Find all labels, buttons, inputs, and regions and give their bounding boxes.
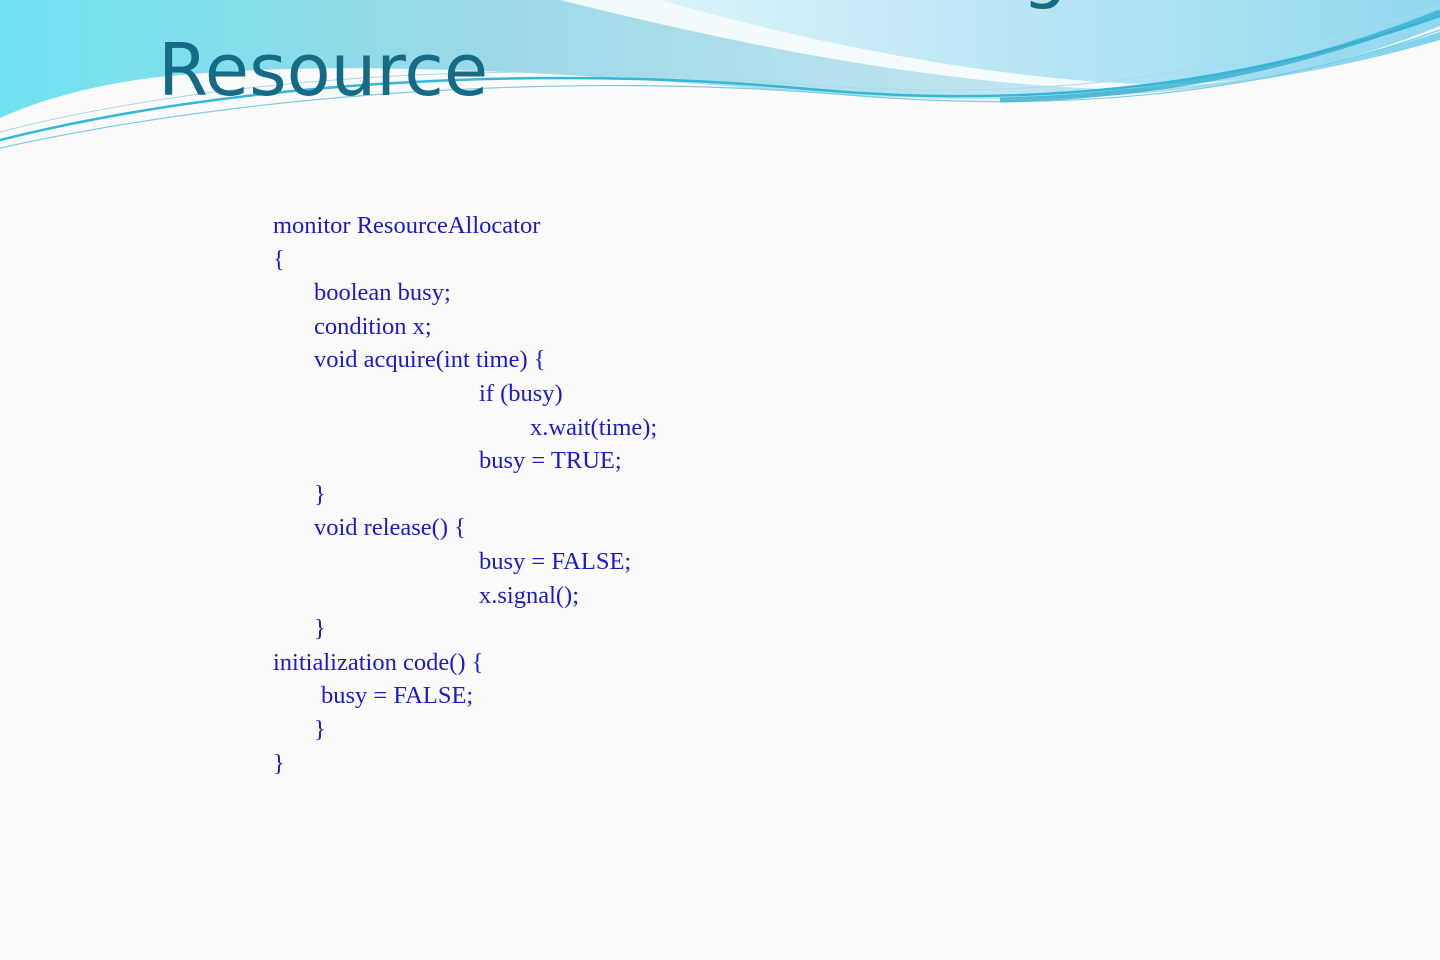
code-line: } (314, 480, 326, 508)
slide-title: Resource (158, 28, 489, 112)
wave-header-decoration: g (0, 0, 1440, 149)
code-line: } (314, 715, 326, 743)
code-line: x.signal(); (479, 581, 580, 609)
wave-right (660, 0, 1440, 84)
code-line: initialization code() { (273, 648, 484, 676)
code-line: busy = FALSE; (479, 547, 632, 575)
code-block: monitor ResourceAllocator { boolean busy; c… (273, 209, 657, 780)
wave-line-3 (0, 5, 1440, 133)
code-line: if (busy) (479, 379, 563, 407)
code-line: monitor ResourceAllocator (273, 212, 541, 239)
wave-line-4 (999, 9, 1440, 103)
code-line: x.wait(time); (530, 413, 658, 441)
wave-line-2 (0, 29, 1440, 149)
code-line: } (273, 749, 285, 777)
code-line: condition x; (314, 312, 432, 340)
code-line: void release() { (314, 514, 466, 542)
code-line: } (314, 615, 326, 643)
code-line: void acquire(int time) { (314, 346, 546, 374)
code-line: busy = FALSE; (321, 682, 474, 710)
title-fragment: g (1022, 0, 1068, 11)
code-line: boolean busy; (314, 279, 451, 307)
code-line: { (273, 245, 285, 273)
code-line: busy = TRUE; (479, 447, 622, 475)
